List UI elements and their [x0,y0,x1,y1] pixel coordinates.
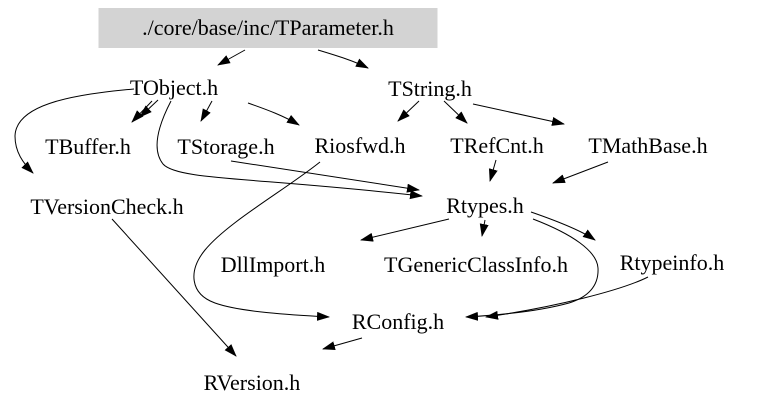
edge-tparameter-tobject [217,49,246,66]
node-rtypes-h[interactable]: Rtypes.h [446,193,524,218]
edge-trefcnt-rtypes [488,159,498,182]
node-tmathbase-h[interactable]: TMathBase.h [588,133,708,158]
edge-tmathbase-rtypes [552,161,609,184]
edge-tversioncheck-rversion [111,218,237,357]
node-tbuffer-h[interactable]: TBuffer.h [45,134,131,159]
node-rtypeinfo-h[interactable]: Rtypeinfo.h [619,250,725,275]
edge-rtypes-rtypeinfo [530,211,596,241]
edge-tobject-tbuffer [131,100,153,123]
edge-rtypes-tgenericclassinfo [479,219,489,237]
edge-tstorage-rtypes [230,160,420,193]
node-tobject-h[interactable]: TObject.h [129,75,219,100]
node-tparameter-h: ./core/base/inc/TParameter.h [98,8,438,48]
edge-rtypes-dllimport [360,218,450,242]
edge-tstring-tmathbase [472,103,565,126]
edge-tobject-tbuffer [139,99,159,118]
edge-tobject-tstorage [200,100,213,122]
node-tversioncheck-h[interactable]: TVersionCheck.h [30,194,184,219]
edge-tobject-tversioncheck [14,88,135,174]
edge-riosfwd-rconfig [193,161,330,321]
edge-tobject-riosfwd [247,102,300,126]
node-tstorage-h[interactable]: TStorage.h [177,134,275,159]
node-rversion-h[interactable]: RVersion.h [203,370,301,395]
edge-tstring-riosfwd [397,100,420,122]
edge-tstring-trefcnt [443,100,468,124]
node-riosfwd-h[interactable]: Riosfwd.h [314,133,406,158]
node-tstring-h[interactable]: TString.h [388,76,472,101]
node-trefcnt-h[interactable]: TRefCnt.h [450,133,544,158]
edge-tobject-rtypes [156,100,423,200]
node-rconfig-h[interactable]: RConfig.h [351,309,445,334]
node-dllimport-h[interactable]: DllImport.h [220,252,326,277]
edge-rtypeinfo-rconfig [485,276,649,320]
edge-rconfig-rversion [322,337,363,351]
node-tgenericclassinfo-h[interactable]: TGenericClassInfo.h [384,252,568,277]
edge-tparameter-tstring [317,49,369,69]
